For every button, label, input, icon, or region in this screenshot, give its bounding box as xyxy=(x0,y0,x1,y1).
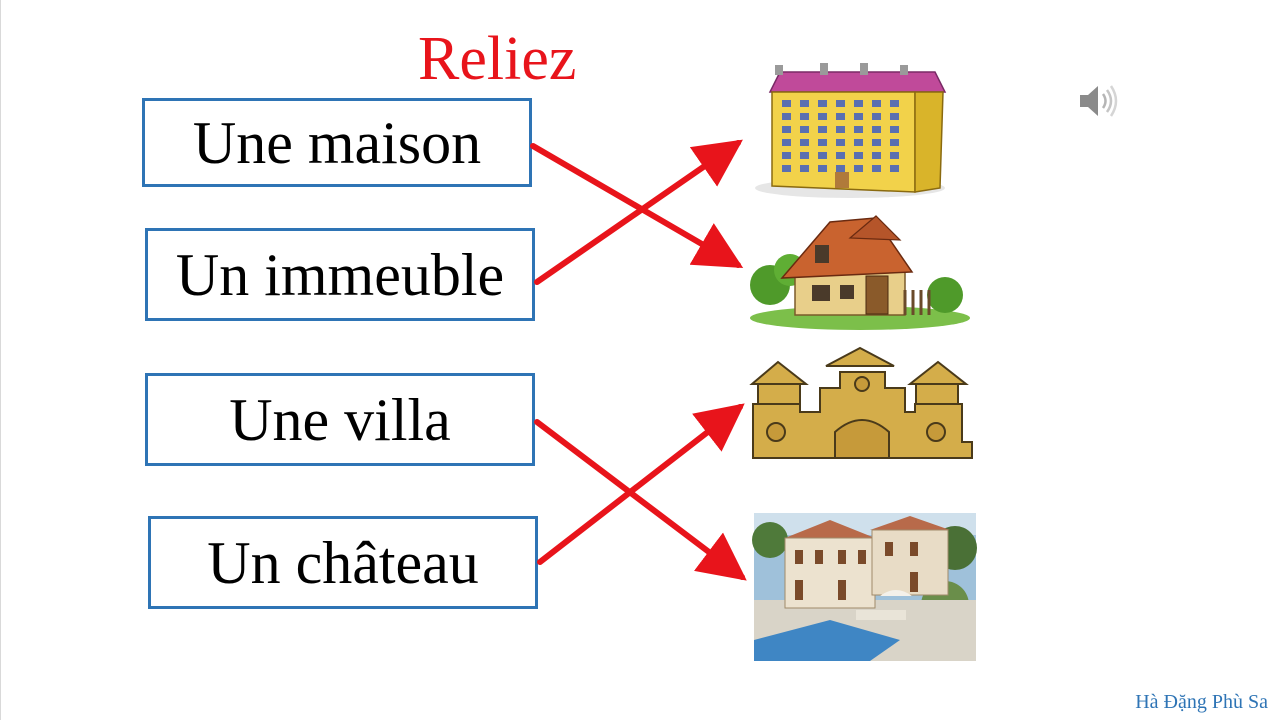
building-window xyxy=(890,126,899,133)
building-window xyxy=(836,165,845,172)
word-box-une-villa[interactable]: Une villa xyxy=(145,373,535,466)
building-window xyxy=(836,113,845,120)
building-window xyxy=(872,113,881,120)
building-window xyxy=(818,152,827,159)
building-window xyxy=(782,165,791,172)
word-label: Un château xyxy=(207,529,479,596)
villa-photo-icon[interactable] xyxy=(752,513,977,661)
word-label: Un immeuble xyxy=(175,241,505,308)
word-box-une-maison[interactable]: Une maison xyxy=(142,98,532,187)
building-window xyxy=(836,139,845,146)
building-window xyxy=(800,165,809,172)
word-label: Une villa xyxy=(229,386,451,453)
building-window xyxy=(890,152,899,159)
castle-icon[interactable] xyxy=(749,338,974,462)
arrow-villa-to-villa-photo xyxy=(534,419,747,581)
building-window xyxy=(782,152,791,159)
building-window xyxy=(836,100,845,107)
building-window xyxy=(800,126,809,133)
building-window xyxy=(872,126,881,133)
building-window xyxy=(818,113,827,120)
building-window xyxy=(890,113,899,120)
word-box-un-immeuble[interactable]: Un immeuble xyxy=(145,228,535,321)
building-window xyxy=(782,113,791,120)
building-window xyxy=(854,152,863,159)
building-window xyxy=(782,126,791,133)
matching-arrows xyxy=(530,139,747,581)
building-window xyxy=(872,165,881,172)
author-credit: Hà Đặng Phù Sa xyxy=(1135,691,1268,713)
building-window xyxy=(782,100,791,107)
building-window xyxy=(890,139,899,146)
building-window xyxy=(872,139,881,146)
speaker-icon[interactable] xyxy=(1078,82,1122,120)
building-window xyxy=(872,152,881,159)
building-window xyxy=(854,126,863,133)
building-window xyxy=(818,139,827,146)
arrow-immeuble-to-building xyxy=(534,139,743,285)
slide-edge xyxy=(0,0,1,720)
building-window xyxy=(818,100,827,107)
building-window xyxy=(836,152,845,159)
building-window xyxy=(872,100,881,107)
building-window xyxy=(782,139,791,146)
building-window xyxy=(836,126,845,133)
building-window xyxy=(890,100,899,107)
cottage-house-icon[interactable] xyxy=(750,215,970,330)
building-window xyxy=(800,100,809,107)
arrow-maison-to-cottage xyxy=(530,143,744,269)
apartment-building-icon[interactable] xyxy=(755,63,947,198)
building-window xyxy=(854,165,863,172)
building-window xyxy=(800,139,809,146)
arrow-chateau-to-castle xyxy=(537,403,745,565)
building-window xyxy=(818,165,827,172)
building-window xyxy=(818,126,827,133)
building-window xyxy=(854,100,863,107)
building-window xyxy=(800,152,809,159)
building-window xyxy=(800,113,809,120)
building-window xyxy=(890,165,899,172)
word-box-un-chateau[interactable]: Un château xyxy=(148,516,538,609)
slide-title: Reliez xyxy=(418,25,577,93)
building-window xyxy=(854,113,863,120)
building-window xyxy=(854,139,863,146)
word-label: Une maison xyxy=(192,109,482,176)
